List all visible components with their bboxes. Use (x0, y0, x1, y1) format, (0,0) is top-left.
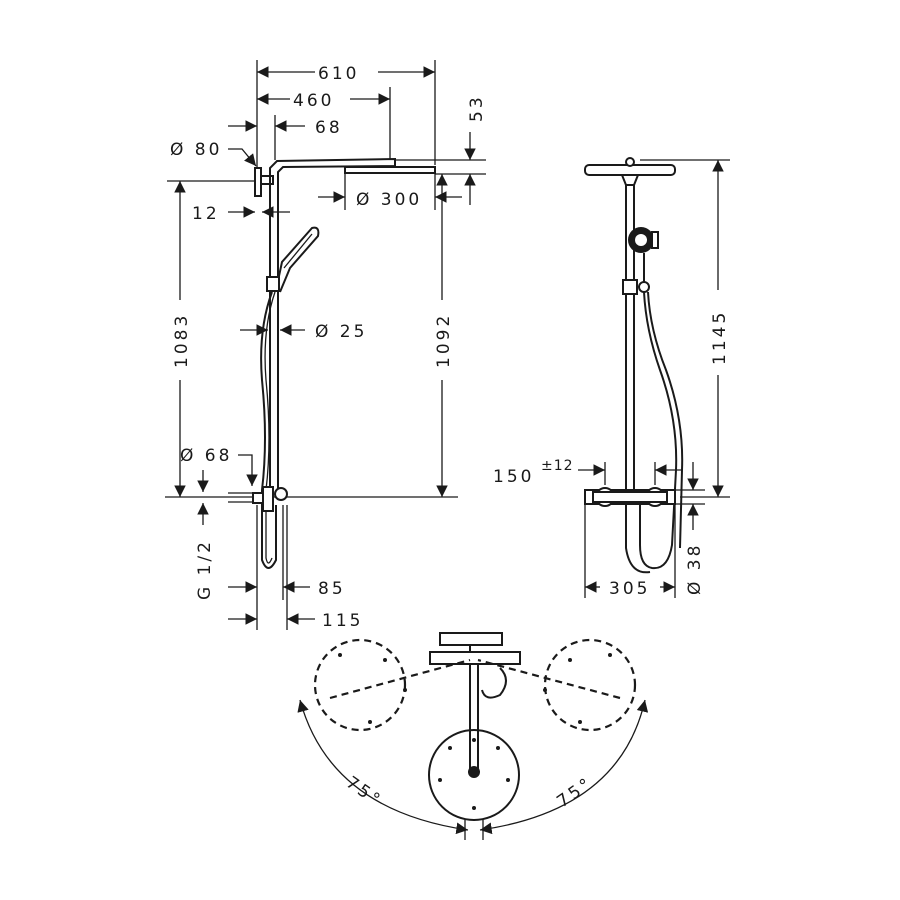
dim-rosette-diameter: Ø 68 (180, 446, 232, 466)
dim-pipe-diameter: Ø 25 (315, 322, 367, 342)
dim-flange-diameter: Ø 80 (170, 140, 222, 160)
rotated-head-right (543, 638, 637, 732)
angle-right: 75° (553, 773, 597, 812)
dim-53: 53 (467, 94, 487, 122)
dim-115: 115 (322, 611, 363, 631)
dim-head-diameter: Ø 300 (356, 190, 422, 210)
dim-305: 305 (609, 579, 650, 599)
dim-1145: 1145 (710, 310, 730, 365)
dim-1092: 1092 (434, 313, 454, 368)
dim-1083: 1083 (172, 313, 192, 368)
dim-610: 610 (318, 64, 359, 84)
side-view: 610 460 68 Ø 80 53 Ø 300 12 1083 1092 (165, 60, 487, 631)
dim-thread: G 1/2 (195, 539, 215, 600)
mixer-body (262, 486, 274, 512)
rotated-head-left (313, 638, 407, 732)
dim-12: 12 (192, 204, 220, 224)
angle-left: 75° (342, 773, 386, 812)
dim-mixer-diameter: Ø 38 (685, 543, 705, 595)
dim-68: 68 (315, 118, 343, 138)
shower-head (344, 166, 436, 174)
top-view: 75° 75° (297, 632, 649, 840)
dim-85: 85 (318, 579, 346, 599)
dim-150: 150 (493, 467, 534, 487)
dim-tolerance: ±12 (541, 458, 574, 474)
hand-shower (275, 226, 320, 293)
front-view: 1145 150 ±12 305 Ø 38 (493, 157, 730, 599)
dim-460: 460 (293, 91, 334, 111)
